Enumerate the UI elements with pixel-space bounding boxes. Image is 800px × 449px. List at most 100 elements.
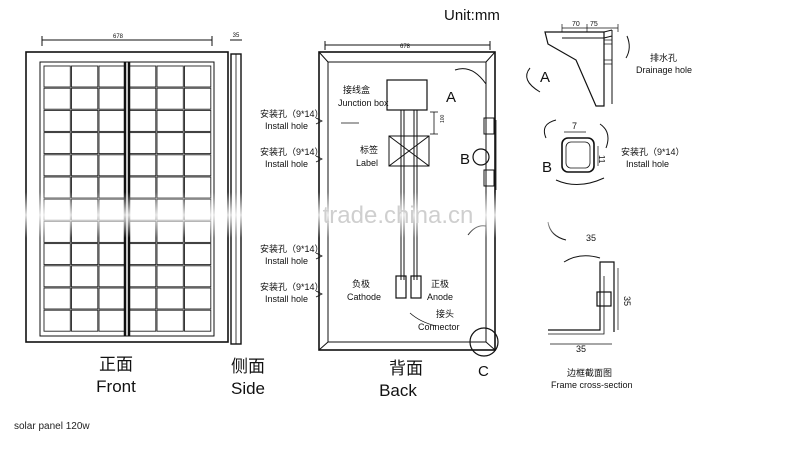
front-view (25, 36, 229, 343)
label-box (388, 135, 430, 167)
install-hole-en-4: Install hole (265, 294, 308, 304)
solar-cell (71, 287, 99, 310)
marker-c: C (478, 363, 489, 380)
watermark-text: trade.china.cn (323, 202, 474, 229)
solar-cell (156, 287, 184, 310)
solar-cell (43, 243, 71, 266)
marker-b: B (460, 151, 470, 168)
back-width-dim: 678 (400, 44, 411, 50)
solar-cell (43, 87, 71, 110)
solar-cell (129, 154, 157, 177)
solar-cell (43, 109, 71, 132)
detail-c (548, 255, 619, 345)
solar-cell (129, 65, 157, 88)
frame-section-en: Frame cross-section (551, 380, 633, 390)
solar-cell (184, 243, 212, 266)
solar-cell (184, 87, 212, 110)
front-label-cn: 正面 (99, 355, 133, 374)
solar-cell (184, 109, 212, 132)
detail-c-height: 35 (622, 296, 632, 306)
install-hole-en-3: Install hole (265, 256, 308, 266)
anode-cn: 正极 (431, 278, 449, 289)
solar-cell (43, 265, 71, 288)
solar-cell (71, 132, 99, 155)
solar-cell (129, 243, 157, 266)
detail-a (526, 24, 630, 107)
solar-cell (43, 309, 71, 332)
detail-b-height: 11 (597, 155, 606, 164)
back-label-en: Back (379, 381, 417, 400)
side-label-cn: 侧面 (231, 357, 265, 376)
detail-a-arc (454, 68, 487, 85)
solar-cell (184, 132, 212, 155)
detail-b-hole-en: Install hole (626, 159, 669, 169)
solar-cell (129, 87, 157, 110)
solar-cell (71, 109, 99, 132)
solar-cell (43, 65, 71, 88)
solar-cell (184, 65, 212, 88)
solar-cell (156, 87, 184, 110)
install-hole-en-2: Install hole (265, 159, 308, 169)
solar-cell (43, 154, 71, 177)
solar-cell (156, 265, 184, 288)
solar-cell (71, 154, 99, 177)
cathode-plug (395, 275, 407, 299)
junction-box-cn: 接线盒 (343, 84, 370, 95)
detail-b-marker-circle (472, 148, 490, 166)
detail-b-width: 7 (572, 121, 577, 131)
install-hole-labels: 安装孔（9*14） Install hole 安装孔（9*14） Install… (260, 108, 324, 304)
solar-cell (129, 132, 157, 155)
solar-cell (71, 65, 99, 88)
solar-cell (98, 154, 126, 177)
solar-cell (129, 109, 157, 132)
connector-cn: 接头 (436, 308, 454, 319)
side-label-en: Side (231, 379, 265, 398)
solar-cell (156, 132, 184, 155)
detail-c-marker-circle (469, 327, 499, 357)
install-hole-cn-4: 安装孔（9*14） (260, 281, 324, 292)
solar-cell (156, 109, 184, 132)
back-install-hole-top (483, 117, 495, 135)
solar-cell (98, 309, 126, 332)
detail-b-hole (561, 137, 595, 173)
image-caption: solar panel 120w (14, 421, 90, 432)
back-label-cn: 背面 (389, 359, 423, 378)
frame-section-cn: 边框截面图 (567, 367, 612, 378)
detail-a-dim2: 75 (590, 21, 598, 28)
install-hole-cn-3: 安装孔（9*14） (260, 243, 324, 254)
solar-cell (156, 65, 184, 88)
label-cn: 标签 (360, 144, 378, 155)
detail-a-dim1: 70 (572, 21, 580, 28)
solar-cell (98, 132, 126, 155)
watermark-band (0, 192, 800, 238)
solar-cell (98, 265, 126, 288)
install-hole-en-1: Install hole (265, 121, 308, 131)
detail-a-marker: A (540, 69, 550, 86)
solar-cell (98, 109, 126, 132)
detail-c-width: 35 (576, 344, 586, 354)
front-width-dim: 678 (113, 34, 124, 40)
cathode-en: Cathode (347, 292, 381, 302)
solar-cell (43, 132, 71, 155)
solar-cell (43, 287, 71, 310)
solar-cell (129, 265, 157, 288)
anode-plug (410, 275, 422, 299)
solar-cell (156, 154, 184, 177)
solar-cell (98, 65, 126, 88)
drainage-hole-en: Drainage hole (636, 65, 692, 75)
solar-cell (71, 243, 99, 266)
solar-cell (156, 243, 184, 266)
unit-label: Unit:mm (444, 7, 500, 24)
cable-length-dim: 100 (440, 114, 446, 123)
cathode-cn: 负极 (352, 278, 370, 289)
solar-cell (98, 87, 126, 110)
label-en: Label (356, 158, 378, 168)
solar-cell (71, 309, 99, 332)
solar-cell (184, 265, 212, 288)
solar-cell (71, 265, 99, 288)
solar-cell (71, 87, 99, 110)
solar-cell (129, 287, 157, 310)
solar-cell (156, 309, 184, 332)
